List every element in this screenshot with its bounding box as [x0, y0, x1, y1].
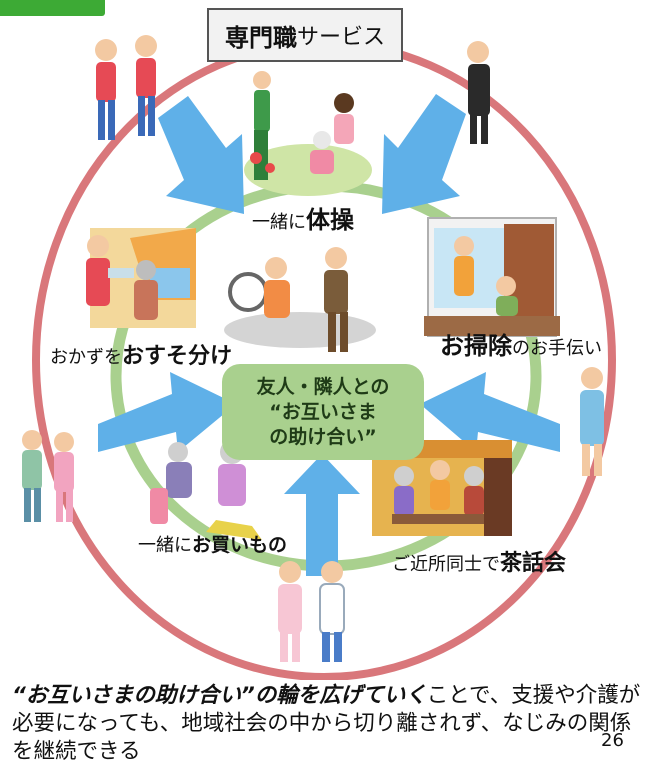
professional-service-box: 専門職サービス [207, 8, 403, 62]
label-tea: ご近所同士で茶話会 [392, 545, 566, 577]
center-line-1: 友人・隣人との [256, 375, 390, 398]
label-cleaning-strong: お掃除 [440, 332, 512, 360]
caption: “お互いさまの助け合い”の輪を広げていくことで、支援や介護が必要になっても、地域… [12, 682, 642, 766]
mutual-help-box: 友人・隣人との “お互いさま の助け合い” [222, 364, 424, 460]
illustration-person-top-right [467, 41, 490, 144]
center-line-3: の助け合い” [269, 425, 377, 448]
label-shopping: 一緒にお買いもの [138, 530, 287, 557]
caption-text: ことで、支援や介護が必要になっても、地域社会の中から切り離されず、なじみの関係を… [12, 683, 641, 764]
arrow-right [420, 372, 560, 452]
corner-tab [0, 0, 105, 16]
label-exercise-prefix: 一緒に [252, 212, 306, 233]
label-exercise: 一緒に体操 [252, 200, 354, 235]
illustration-cleaning [424, 217, 560, 337]
arrow-bottom [284, 454, 360, 576]
page-number: 26 [601, 730, 624, 751]
illustration-neighbors [224, 247, 376, 352]
label-cleaning: お掃除のお手伝い [440, 326, 602, 361]
label-tea-prefix: ご近所同士で [392, 554, 500, 575]
diagram [22, 35, 616, 680]
arrow-top-right [382, 94, 466, 214]
label-cleaning-suffix: のお手伝い [512, 338, 602, 359]
service-rest: サービス [296, 25, 385, 50]
illustration-tea [372, 440, 512, 536]
label-shopping-prefix: 一緒に [138, 535, 192, 556]
arrows [98, 94, 560, 576]
illustration-person-right [580, 367, 604, 476]
label-exercise-strong: 体操 [306, 206, 354, 234]
service-strong: 専門職 [224, 23, 297, 52]
illustration-family-top-left [95, 35, 157, 140]
arrow-left [98, 372, 236, 452]
label-share-prefix: おかずを [50, 347, 122, 368]
label-shopping-strong: お買いもの [192, 534, 288, 556]
label-share-strong: おすそ分け [122, 344, 233, 369]
caption-emphasis: “お互いさまの助け合い”の輪を広げていく [12, 683, 427, 708]
arrow-top-left [158, 96, 244, 214]
center-line-2: “お互いさま [269, 400, 377, 423]
illustration-professionals-bottom [278, 561, 345, 662]
illustration-exercise [244, 71, 372, 196]
illustration-share [86, 228, 196, 328]
label-share: おかずをおすそ分け [50, 338, 232, 370]
label-tea-strong: 茶話会 [500, 551, 567, 576]
illustration-couple-left [22, 430, 74, 522]
